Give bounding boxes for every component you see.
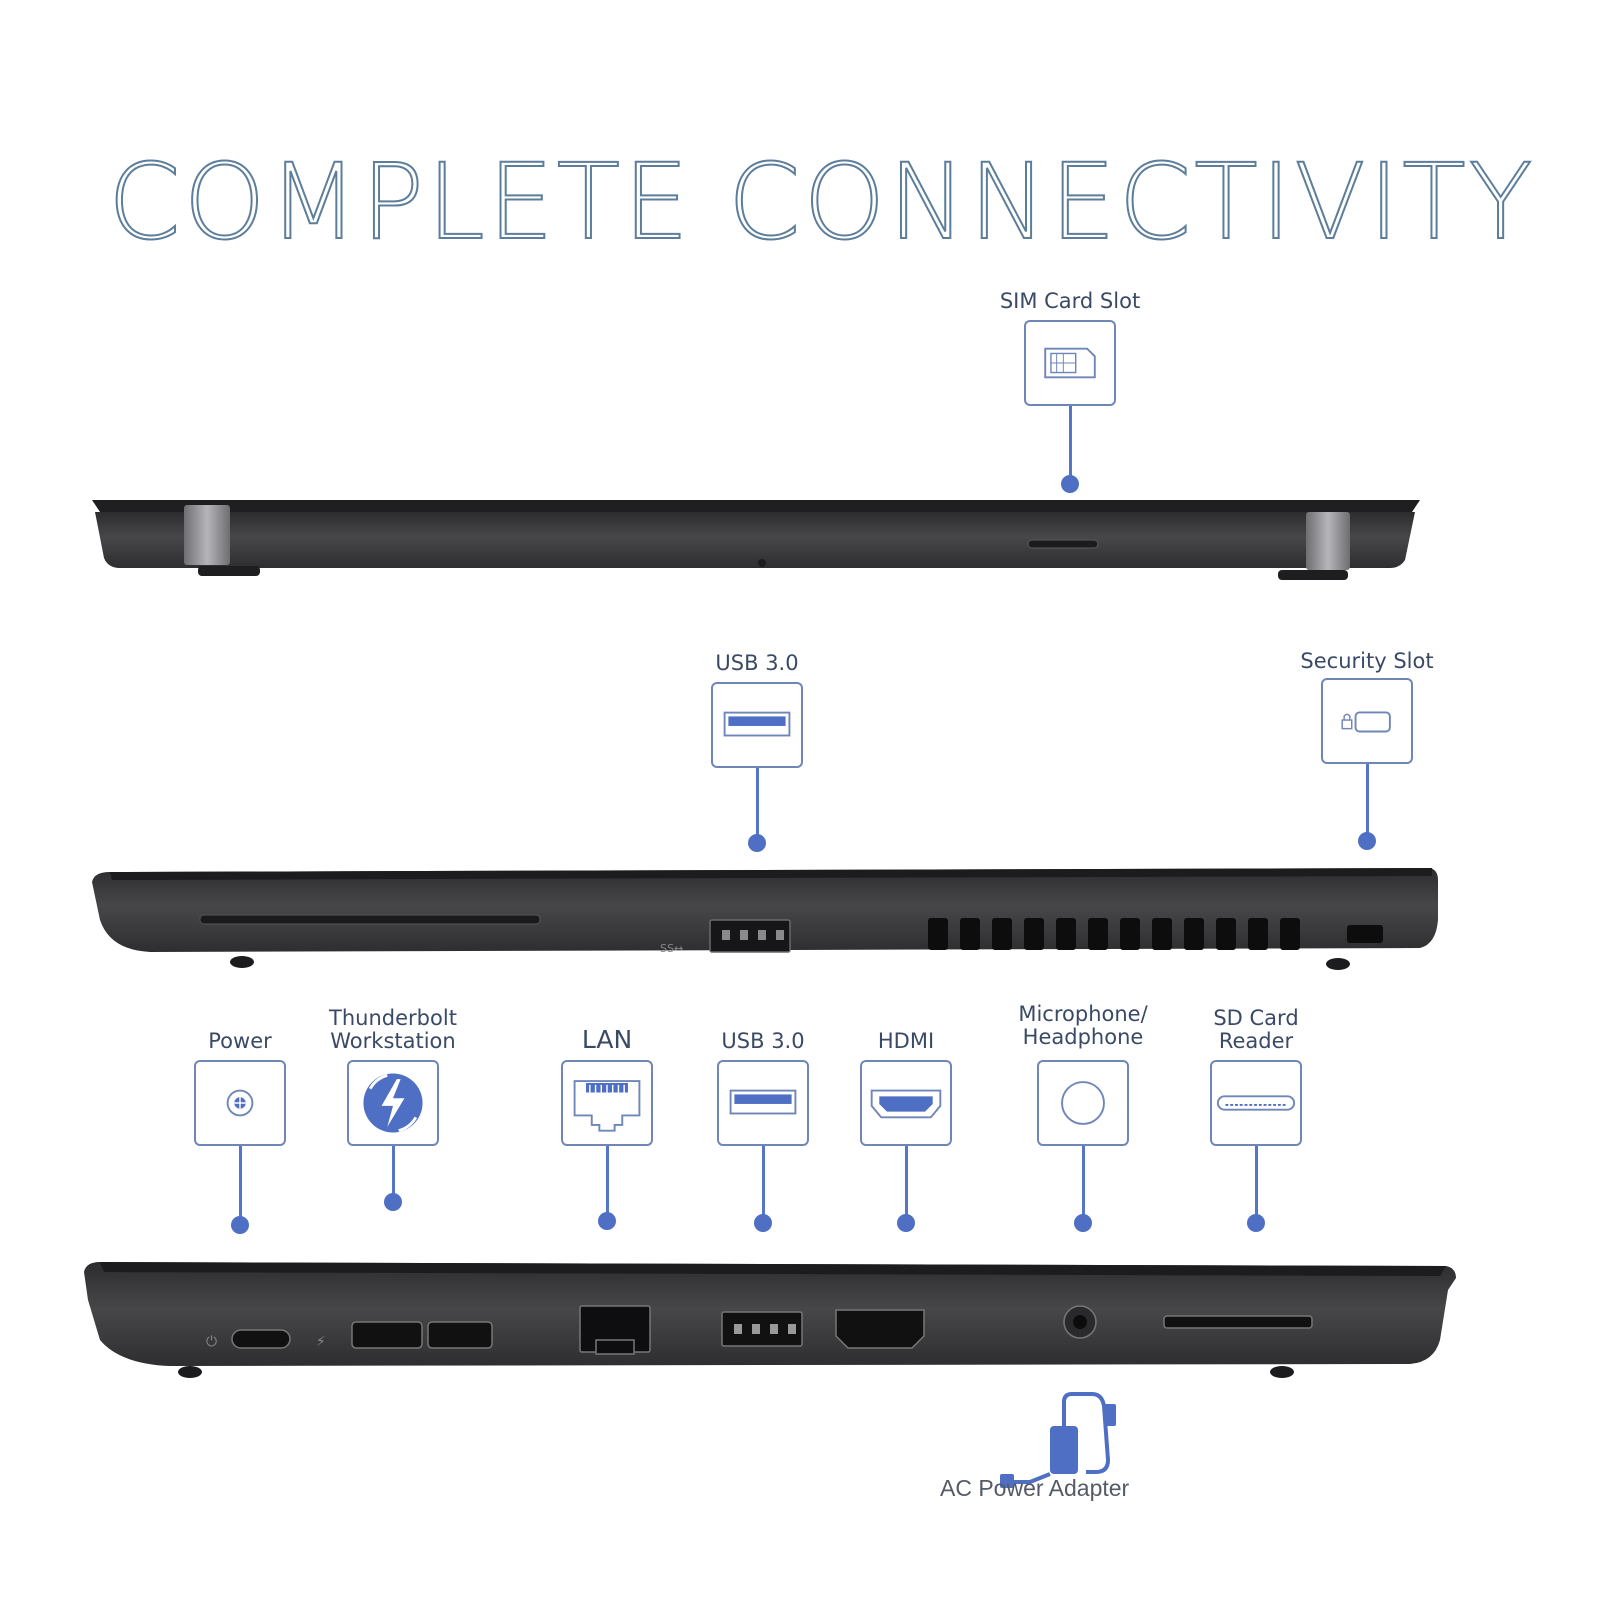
audio-jack-icon bbox=[1037, 1060, 1129, 1146]
sim-card-icon bbox=[1024, 320, 1116, 406]
usb-icon bbox=[717, 1060, 809, 1146]
hdmi-icon bbox=[860, 1060, 952, 1146]
ac-power-adapter-label: AC Power Adapter bbox=[940, 1475, 1130, 1501]
ethernet-icon bbox=[561, 1060, 653, 1146]
callout-label-line1: Thunderbolt bbox=[329, 1006, 457, 1030]
connector-dot bbox=[1074, 1214, 1092, 1232]
callout-label: Security Slot bbox=[1300, 649, 1434, 673]
connector-dot bbox=[598, 1212, 616, 1230]
callout-label-line1: Microphone/ bbox=[1018, 1002, 1148, 1026]
svg-text:SS↔: SS↔ bbox=[660, 942, 683, 955]
callout-label: USB 3.0 bbox=[721, 1029, 805, 1053]
laptop-rear-view bbox=[92, 500, 1420, 580]
laptop-right-side-view: SS↔ bbox=[92, 868, 1438, 970]
connector-dot bbox=[754, 1214, 772, 1232]
svg-text:⏻: ⏻ bbox=[206, 1334, 217, 1350]
callout-label: SIM Card Slot bbox=[999, 289, 1141, 313]
usb-icon bbox=[711, 682, 803, 768]
laptop-left-side-view: ⏻ ⚡ bbox=[84, 1262, 1456, 1378]
connector-dot bbox=[1061, 475, 1079, 493]
callout-label: USB 3.0 bbox=[715, 651, 799, 675]
svg-text:⚡: ⚡ bbox=[316, 1334, 326, 1350]
connector-dot bbox=[231, 1216, 249, 1234]
callout-label: LAN bbox=[581, 1025, 633, 1054]
callout-label-line2: Workstation bbox=[330, 1029, 456, 1053]
callout-label: HDMI bbox=[877, 1029, 935, 1053]
thunderbolt-icon bbox=[347, 1060, 439, 1146]
callout-label-line2: Headphone bbox=[1022, 1025, 1144, 1049]
power-connector-icon bbox=[194, 1060, 286, 1146]
connector-dot bbox=[1358, 832, 1376, 850]
callout-label-line2: Reader bbox=[1218, 1029, 1294, 1053]
power-adapter-icon bbox=[1000, 1392, 1116, 1488]
sd-card-icon bbox=[1210, 1060, 1302, 1146]
connector-dot bbox=[748, 834, 766, 852]
connector-dot bbox=[384, 1193, 402, 1211]
callout-label-line1: SD Card bbox=[1213, 1006, 1299, 1030]
connector-dot bbox=[1247, 1214, 1265, 1232]
lock-slot-icon bbox=[1321, 678, 1413, 764]
page-title: COMPLETE CONNECTIVITY bbox=[107, 141, 1536, 263]
connector-dot bbox=[897, 1214, 915, 1232]
callout-label: Power bbox=[208, 1029, 272, 1053]
